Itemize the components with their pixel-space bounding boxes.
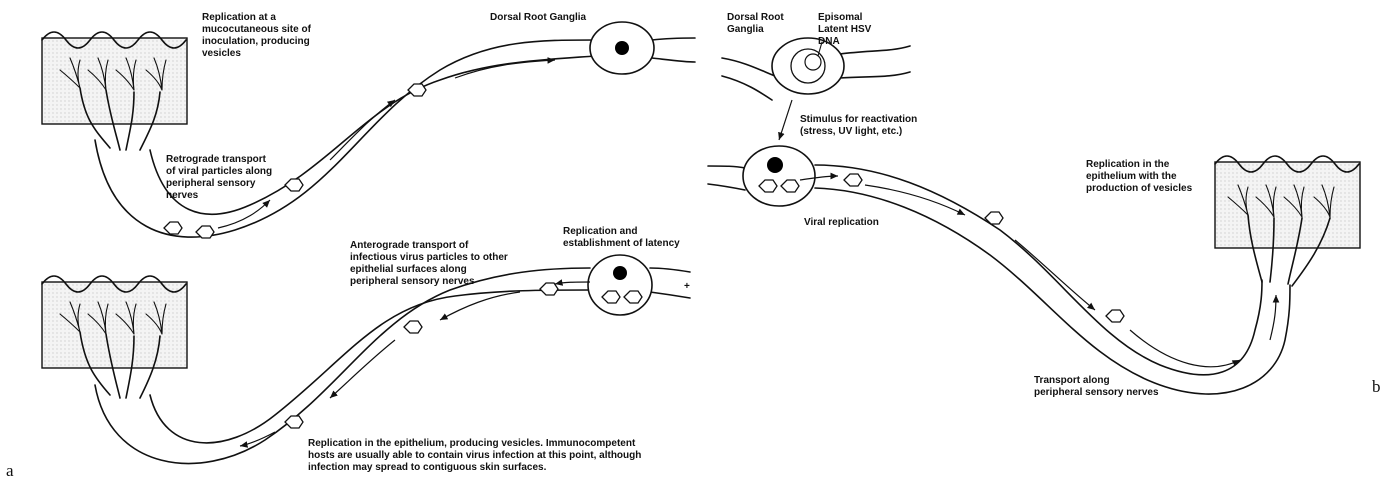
panel-a-letter: a <box>6 461 14 480</box>
nerve-bottom-inner <box>150 290 590 443</box>
virion-hexagon <box>164 222 182 234</box>
virion-hexagon <box>408 84 426 96</box>
skin-tissue-bottom-left <box>42 276 187 368</box>
inoculation-label: Replication at a mucocutaneous site of i… <box>202 12 314 59</box>
virion-hexagon <box>1106 310 1124 322</box>
virion-hexagon <box>285 179 303 191</box>
stimulus-label: Stimulus for reactivation (stress, UV li… <box>800 114 920 137</box>
virion-hexagon <box>540 283 558 295</box>
skin-tissue-right <box>1215 156 1360 248</box>
viral-replication-label: Viral replication <box>804 217 879 228</box>
ganglion-nucleus-bottom <box>613 266 627 280</box>
panel-a-bottom: + Replication and establishment of laten… <box>6 226 690 480</box>
retrograde-transport-label: Retrograde transport of viral particles … <box>166 154 275 201</box>
episomal-dna-label: Episomal Latent HSV DNA <box>818 12 874 47</box>
episomal-dna-circle <box>805 54 821 70</box>
epithelium-replication-label-b: Replication in the epithelium with the p… <box>1086 159 1193 194</box>
skin-tissue-top-left <box>42 32 187 124</box>
virion-hexagon <box>404 321 422 333</box>
plus-sign: + <box>684 281 690 292</box>
reactivated-ganglion <box>743 146 815 206</box>
ganglion-nucleus-top <box>615 41 629 55</box>
anterograde-transport-label: Anterograde transport of infectious viru… <box>350 240 511 287</box>
transport-along-nerves-label: Transport along peripheral sensory nerve… <box>1034 375 1159 398</box>
nerve-b-upper <box>815 165 1262 375</box>
reactivated-nucleus <box>767 157 783 173</box>
nerve-top-inner <box>150 56 595 214</box>
dorsal-root-ganglia-label: Dorsal Root Ganglia <box>490 12 587 23</box>
latency-label: Replication and establishment of latency <box>563 226 680 249</box>
dorsal-root-ganglion-bottom <box>588 255 652 315</box>
panel-b: Dorsal Root Ganglia Episomal Latent HSV … <box>708 12 1381 398</box>
panel-b-letter: b <box>1372 377 1381 396</box>
virion-hexagon <box>285 416 303 428</box>
dorsal-root-ganglia-label-b: Dorsal Root Ganglia <box>727 12 786 35</box>
panel-a-top: Replication at a mucocutaneous site of i… <box>42 12 695 238</box>
epithelium-replication-label-a: Replication in the epithelium, producing… <box>308 438 644 473</box>
virion-hexagon <box>844 174 862 186</box>
